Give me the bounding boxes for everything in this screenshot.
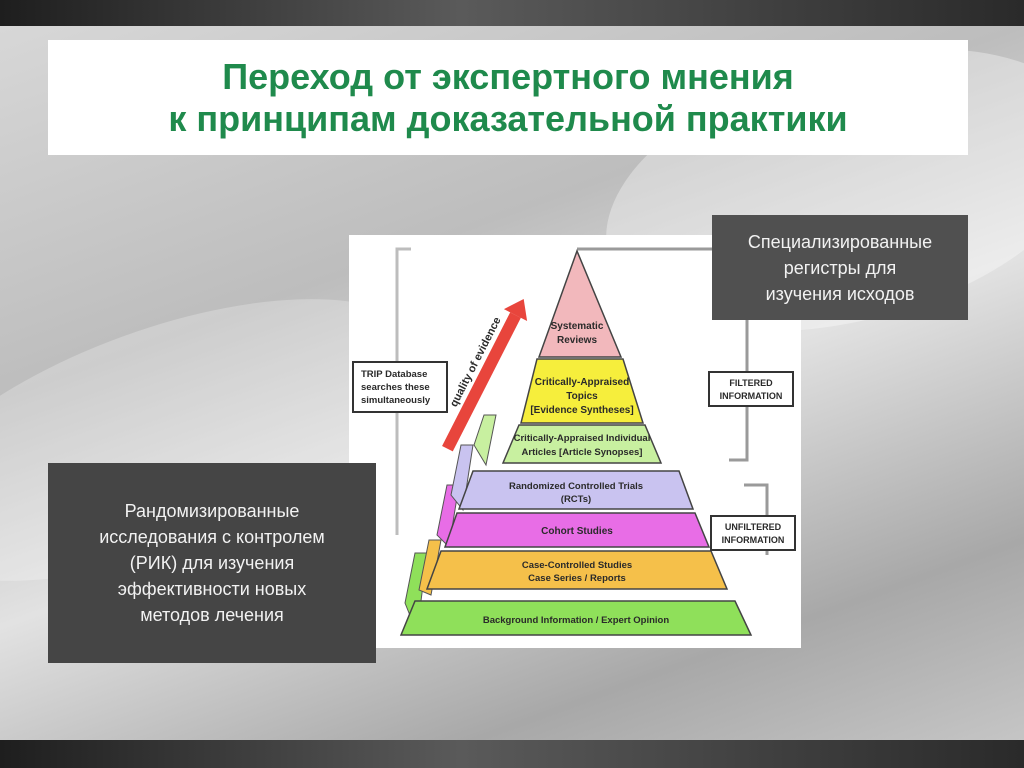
trip-database-box [352,361,448,413]
unfiltered-information-box [710,515,796,551]
level-text: Articles [Article Synopses] [522,447,643,458]
note-line: (РИК) для изучения [129,553,295,573]
unfiltered-label-line: UNFILTERED [725,522,782,532]
level-text: Critically-Appraised Individual [514,433,651,444]
level-text: Critically-Appraised [535,377,629,388]
level-text: Cohort Studies [541,526,613,537]
level-critically-appraised-topics [520,358,645,424]
step-face [418,539,442,596]
filtered-information-box [708,371,794,407]
note-line: регистры для [783,257,897,278]
level-cohort-studies [443,512,711,548]
trip-label-line: searches these [361,382,430,393]
level-systematic-reviews [537,248,623,358]
title-line-2: к принципам доказательной практики [168,97,848,139]
note-line: методов лечения [140,605,284,625]
title-box: Переход от экспертного мнения к принципа… [48,40,968,155]
note-line: Рандомизированные [124,501,300,521]
level-article-synopses [501,424,663,464]
note-line: Специализированные [747,231,933,252]
level-case-controlled [425,550,729,590]
note-line: эффективности новых [117,579,307,599]
title-line-1: Переход от экспертного мнения [222,55,794,97]
trip-label-line: simultaneously [361,395,431,406]
step-face [450,444,474,512]
filtered-bracket [577,247,749,462]
level-text: Topics [566,391,598,402]
quality-arrow-head [503,299,528,321]
top-decor-bar [0,0,1024,26]
quality-arrow-body [442,312,521,452]
left-frame-line [395,247,411,535]
level-text: (RCTs) [561,494,591,505]
note-specialized-registries: Специализированные регистры для изучения… [712,215,968,320]
level-text: Randomized Controlled Trials [509,481,643,492]
level-text: Case Series / Reports [528,573,626,584]
level-rcts [457,470,695,510]
level-text: Reviews [557,335,597,346]
bottom-decor-bar [0,740,1024,768]
level-text: Systematic [551,321,604,332]
note-randomized-trials: Рандомизированные исследования с контрол… [48,463,376,663]
filtered-label-line: INFORMATION [720,391,783,401]
note-line: изучения исходов [765,283,915,304]
step-face [473,414,497,467]
level-text: Case-Controlled Studies [522,560,632,571]
level-text: [Evidence Syntheses] [530,405,633,416]
unfiltered-label-line: INFORMATION [722,535,785,545]
note-line: исследования с контролем [99,527,325,547]
trip-label-line: TRIP Database [361,369,427,380]
filtered-label-line: FILTERED [729,378,773,388]
level-background-info [399,600,753,636]
level-text: Background Information / Expert Opinion [483,615,670,626]
